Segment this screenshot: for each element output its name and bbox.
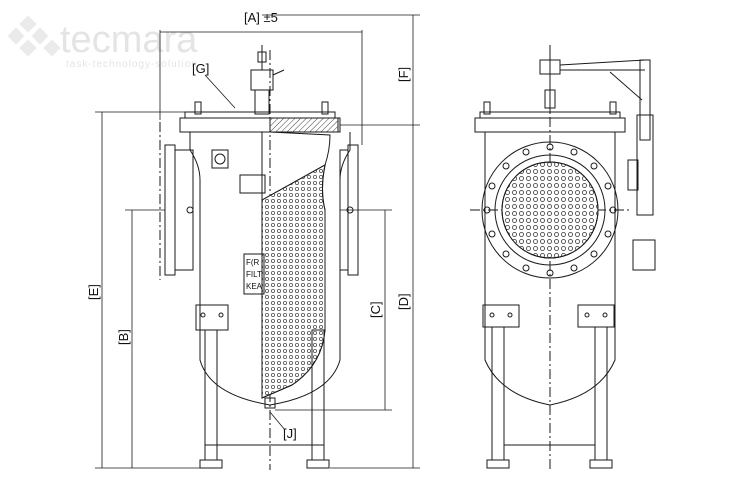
dim-label-e: [E] [86,284,101,300]
outlet-flange-face [481,141,619,279]
dim-label-g: [G] [192,61,209,76]
plate-line-3: KEA [246,282,263,291]
vent-valve [250,45,285,115]
end-support-legs [482,304,615,469]
dim-label-j: [J] [283,426,297,441]
dim-label-d: [D] [396,293,411,310]
watermark-brand: tecmara [60,19,198,61]
end-vessel-body [484,132,616,406]
dim-label-f: [F] [396,67,411,82]
right-end-view [470,45,656,470]
plate-line-2: FILT [246,270,262,279]
logo-mark-icon [7,15,61,57]
flange-bolts [483,143,617,277]
dim-label-a: [A] ±5 [244,10,278,25]
dim-label-c: [C] [368,301,383,318]
watermark-logo: tecmara task-technology-solution [7,15,198,70]
watermark-tagline: task-technology-solution [66,59,198,70]
drain-outlet [264,397,276,409]
dim-label-b: [B] [116,329,131,345]
left-section-view: F(R FILT KEA [159,45,359,470]
filter-basket [261,164,326,399]
left-dimensions [95,14,420,469]
davit-arm [539,45,656,271]
name-plate: F(R FILT KEA [243,253,265,295]
support-legs [195,304,330,469]
inlet-flange [164,144,176,276]
plate-line-1: F(R [246,258,260,267]
